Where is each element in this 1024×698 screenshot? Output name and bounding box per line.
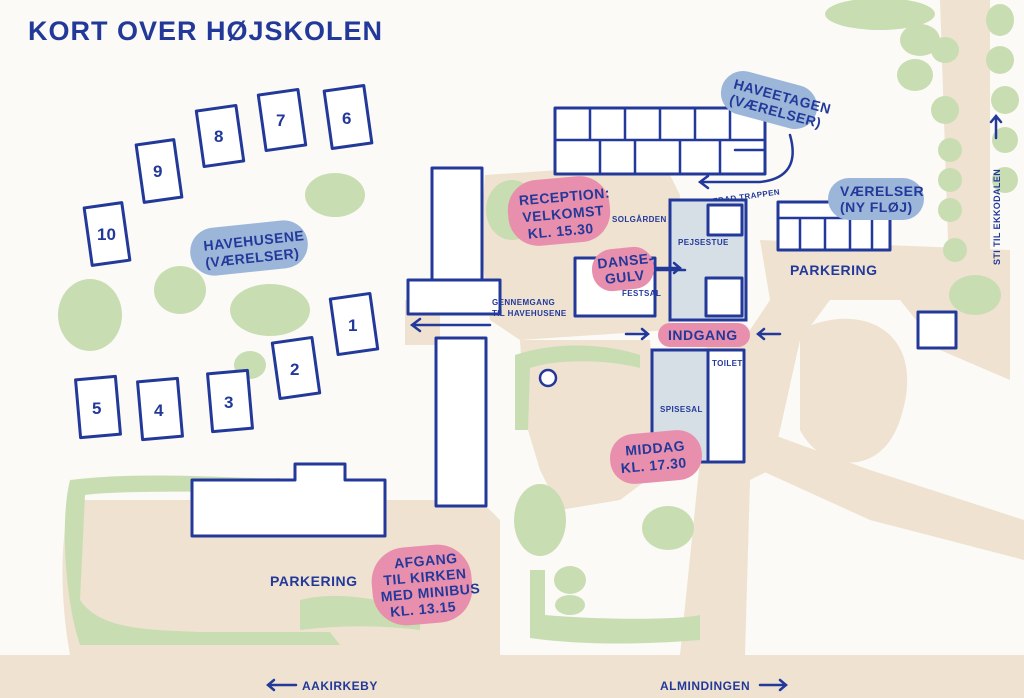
house-number-7: 7 <box>276 111 285 130</box>
house-number-1: 1 <box>348 316 357 335</box>
aakirkeby-arrow <box>266 678 298 692</box>
east-outbuilding[interactable] <box>916 310 958 350</box>
indgang-arrow-east <box>756 327 782 341</box>
interior-walls <box>653 203 687 272</box>
house-number-4: 4 <box>154 401 164 420</box>
house-1[interactable] <box>328 291 380 357</box>
parking-west-label: PARKERING <box>270 573 357 589</box>
afgang-label-1: AFGANG <box>393 550 458 571</box>
dansegulv-label-1: DANSE- <box>596 250 654 272</box>
ny-floj-label-1: VÆRELSER <box>840 183 924 199</box>
house-7[interactable] <box>256 87 308 153</box>
almindingen-arrow <box>758 678 788 692</box>
house-number-8: 8 <box>214 127 223 146</box>
haveetagen-rooms <box>553 106 767 176</box>
greenery-layer <box>58 0 1019 645</box>
house-8[interactable] <box>194 103 246 169</box>
indgang-label: INDGANG <box>668 327 738 343</box>
west-wing-south[interactable] <box>434 336 488 508</box>
aakirkeby-label: AAKIRKEBY <box>302 679 378 693</box>
toilet-room[interactable] <box>706 348 746 464</box>
house-number-10: 10 <box>97 225 116 244</box>
afgang-bubble[interactable] <box>369 542 475 628</box>
ny-floj-label-2: (NY FLØJ) <box>840 199 913 215</box>
house-number-6: 6 <box>342 109 351 128</box>
map-title: KORT OVER HØJSKOLEN <box>28 16 383 46</box>
house-number-9: 9 <box>153 162 162 181</box>
reception-label-2: VELKOMST <box>522 202 605 225</box>
middag-label-1: MIDDAG <box>625 437 686 458</box>
ny-floj-tag <box>828 178 924 220</box>
parking-east-label: PARKERING <box>790 262 877 278</box>
afgang-label-2: TIL KIRKEN <box>383 565 467 588</box>
toilet-label: TOILET <box>712 359 743 368</box>
house-number-2: 2 <box>290 360 299 379</box>
dansegulv-label-2: GULV <box>604 267 645 287</box>
festsal-label: FESTSAL <box>622 289 661 298</box>
round-feature <box>538 368 558 388</box>
parking-east <box>700 240 1010 655</box>
house-6[interactable] <box>322 83 374 151</box>
gennemgang-label-2: TIL HAVEHUSENE <box>492 309 567 318</box>
stairs-arrow <box>697 133 794 190</box>
house-3[interactable] <box>206 368 254 434</box>
passage-arrow <box>409 317 492 333</box>
havehusene-tag <box>190 220 308 276</box>
south-path <box>680 460 735 655</box>
house-9[interactable] <box>134 138 184 204</box>
reception-label-1: RECEPTION: <box>518 185 610 209</box>
dansegulv-bubble[interactable] <box>590 245 656 293</box>
spisesal-label: SPISESAL <box>660 405 703 414</box>
ny-floj-rooms <box>776 216 892 252</box>
house-10[interactable] <box>82 201 132 267</box>
passage-building[interactable] <box>406 278 502 316</box>
roundabout-island <box>800 318 908 463</box>
south-building[interactable] <box>190 462 387 538</box>
indgang-arrow-west <box>624 327 650 341</box>
reception-bubble[interactable] <box>505 174 612 249</box>
ekkodalen-arrow <box>989 114 1003 140</box>
house-5[interactable] <box>74 374 122 440</box>
indgang-bubble[interactable] <box>658 323 750 347</box>
annex-middle[interactable] <box>704 276 744 318</box>
gennemgang-label-1: GENNEMGANG <box>492 298 555 307</box>
almindingen-label: ALMINDINGEN <box>660 679 750 693</box>
annex-north[interactable] <box>706 203 744 237</box>
haveetagen-building[interactable] <box>553 106 767 176</box>
afgang-label-4: KL. 13.15 <box>390 598 457 620</box>
haveetagen-tag <box>720 71 818 129</box>
pejsestue-label: PEJSESTUE <box>678 238 729 247</box>
house-number-3: 3 <box>224 393 233 412</box>
garden-houses: 10 9 8 7 6 1 2 3 4 5 <box>74 83 380 442</box>
ekkodalen-label: STI TIL EKKODALEN <box>992 169 1002 265</box>
road-southeast <box>760 430 1024 560</box>
middag-label-2: KL. 17.30 <box>620 454 687 476</box>
solgaarden-label: SOLGÅRDEN <box>612 215 667 224</box>
house-number-5: 5 <box>92 399 101 418</box>
dansegulv-arrow <box>653 261 682 275</box>
main-road <box>0 655 1024 698</box>
middag-bubble[interactable] <box>608 428 704 486</box>
house-2[interactable] <box>270 335 322 401</box>
house-4[interactable] <box>136 376 184 442</box>
reception-label-3: KL. 15.30 <box>527 220 594 242</box>
